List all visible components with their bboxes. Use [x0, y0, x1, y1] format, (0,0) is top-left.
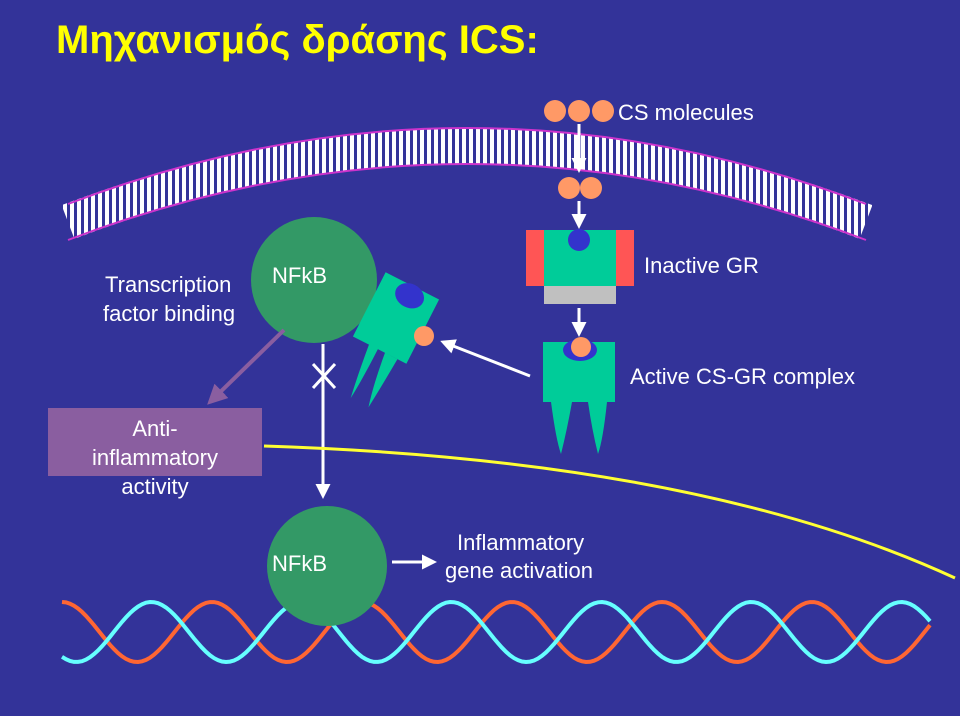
- slide-title: Μηχανισμός δράσης ICS:: [56, 18, 539, 62]
- nfkb-bottom-label: NFkB: [272, 551, 327, 576]
- cell-membrane: [61, 127, 873, 241]
- nfkb-top-label: NFkB: [272, 263, 327, 288]
- gene-activation-label-line2: gene activation: [445, 558, 593, 583]
- bound-molecule: [414, 326, 434, 346]
- anti-inflammatory-box: [48, 408, 262, 476]
- active-cs-gr-complex: [543, 337, 615, 454]
- bound-complex: [350, 272, 440, 408]
- transcription-label-line1: Transcription: [105, 272, 232, 297]
- inactive-gr-label: Inactive GR: [644, 253, 759, 278]
- active-complex-label: Active CS-GR complex: [630, 364, 855, 389]
- dna-strand-orange: [61, 599, 932, 665]
- anti-label-line3: activity: [121, 474, 189, 499]
- cs-molecules-label: CS molecules: [618, 100, 754, 125]
- transcription-label-line2: factor binding: [103, 301, 236, 326]
- anti-inflammatory-arrow: [207, 328, 286, 405]
- anti-label-line2: inflammatory: [92, 445, 218, 470]
- inactive-gr-receptor: [526, 229, 634, 304]
- anti-label-line1: Anti-: [132, 416, 178, 441]
- dna-strand-cyan: [60, 599, 932, 665]
- cs-molecules-outside: [544, 100, 614, 122]
- gene-activation-label-line1: Inflammatory: [457, 530, 585, 555]
- inhibition-arrow: [440, 339, 531, 378]
- nuclear-membrane: [263, 444, 956, 580]
- nfkb-top-circle: [251, 217, 377, 343]
- anti-inflammatory-text: Anti- inflammatory activity: [48, 414, 262, 501]
- cs-molecules-inside: [558, 177, 602, 199]
- nfkb-bottom-circle: [267, 506, 387, 626]
